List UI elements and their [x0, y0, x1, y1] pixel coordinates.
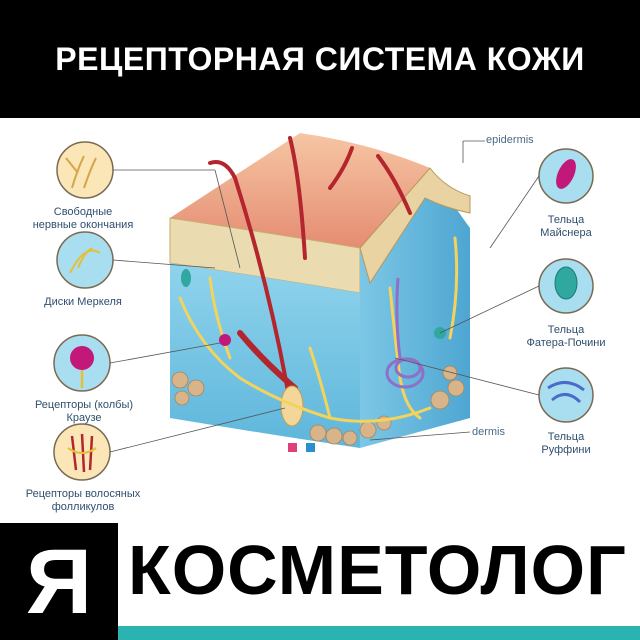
label-dermis: dermis: [472, 426, 532, 439]
label-krause-bulbs-text: Рецепторы (колбы) Краузе: [34, 399, 134, 424]
krause-bulbs-callout: [53, 334, 221, 392]
ruffini-corpuscle-callout: [394, 357, 594, 423]
label-merkel-discs-text: Диски Меркеля: [44, 296, 122, 308]
dermis-front: [170, 263, 360, 448]
brand-footer: Я КОСМЕТОЛОГ: [0, 523, 640, 640]
label-free-nerve-endings: Свободные нервные окончания: [18, 206, 148, 232]
meissner-in-skin: [181, 269, 191, 287]
label-hair-follicle-receptors: Рецепторы волосяных фолликулов: [8, 488, 158, 514]
label-ruffini-text: Тельца Руффини: [541, 431, 591, 456]
label-pacinian-text: Тельца Фатера-Почини: [526, 324, 606, 349]
cell-marker-pink: [288, 443, 297, 452]
label-epidermis: epidermis: [486, 134, 556, 147]
page-title: РЕЦЕПТОРНАЯ СИСТЕМА КОЖИ: [55, 40, 585, 77]
hair-follicle-receptors-callout: [53, 407, 286, 481]
label-meissner-text: Тельца Майснера: [540, 214, 592, 239]
label-pacinian: Тельца Фатера-Почини: [510, 324, 622, 350]
krause-bulb-in-skin: [219, 334, 231, 346]
epidermis-side: [359, 167, 471, 285]
label-free-nerve-endings-text: Свободные нервные окончания: [32, 206, 134, 231]
label-krause-bulbs: Рецепторы (колбы) Краузе: [14, 399, 154, 425]
skin-cross-section-illustration: [53, 133, 594, 481]
pacinian-corpuscle-callout: [439, 258, 594, 334]
nerve-fibers: [178, 236, 459, 423]
free-nerve-endings-callout: [56, 141, 241, 269]
label-dermis-text: dermis: [472, 426, 506, 438]
label-hair-follicle-receptors-text: Рецепторы волосяных фолликулов: [25, 488, 141, 513]
merkel-discs-callout: [56, 231, 216, 289]
label-merkel-discs: Диски Меркеля: [18, 296, 148, 309]
cell-marker-blue: [306, 443, 315, 452]
brand-logo: Я: [0, 523, 118, 640]
label-ruffini: Тельца Руффини: [516, 431, 616, 457]
brand-name: КОСМЕТОЛОГ: [128, 531, 627, 609]
sweat-gland-coil: [385, 277, 425, 389]
skin-receptor-diagram: Свободные нервные окончания Диски Меркел…: [0, 118, 640, 523]
brand-logo-letter: Я: [25, 530, 93, 633]
accent-strip: [118, 626, 640, 640]
dermis-pointer: [369, 431, 471, 441]
title-banner: РЕЦЕПТОРНАЯ СИСТЕМА КОЖИ: [0, 0, 640, 118]
hair-shafts: [208, 136, 412, 405]
label-epidermis-text: epidermis: [486, 134, 534, 146]
label-meissner: Тельца Майснера: [516, 214, 616, 240]
meissner-corpuscle-callout: [489, 148, 594, 249]
